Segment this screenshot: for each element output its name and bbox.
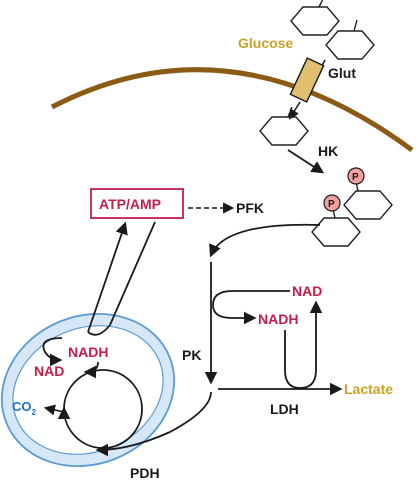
glucose-6-phosphate: P P <box>311 167 393 247</box>
atp-export-loop <box>87 221 128 333</box>
glucose-molecule-outside-2 <box>325 19 375 60</box>
ldh-label: LDH <box>270 401 299 417</box>
glut-transporter <box>288 57 326 120</box>
co2-release-arrow <box>43 404 65 416</box>
glut-label: Glut <box>328 65 356 81</box>
nadh-mito-label: NADH <box>68 344 108 360</box>
nadh-to-nad-arrow <box>83 361 99 379</box>
co2-label: CO2 <box>12 399 37 417</box>
nad-nadh-loop-upper <box>212 290 290 325</box>
pdh-path <box>95 391 212 457</box>
atp-return-loop <box>87 221 156 336</box>
glucose-label: Glucose <box>238 35 293 51</box>
pfk-curve <box>209 223 321 258</box>
atp-amp-label: ATP/AMP <box>99 196 161 212</box>
hk-arrow <box>287 149 325 174</box>
glucose-molecule-inside <box>259 106 309 146</box>
pfk-label: PFK <box>236 200 264 216</box>
nadh-right-label: NADH <box>258 311 298 327</box>
pdh-label: PDH <box>130 465 160 481</box>
hk-label: HK <box>318 143 338 159</box>
atp-amp-box <box>90 188 184 219</box>
cell-membrane <box>50 67 414 153</box>
glucose-molecule-outside-1 <box>290 0 340 36</box>
phosphate-icon <box>347 167 365 185</box>
nad-mito-label: NAD <box>34 363 64 379</box>
ldh-loop <box>284 300 323 389</box>
pk-label: PK <box>182 347 201 363</box>
phosphate-icon <box>323 194 341 212</box>
phosphate-label: P <box>352 172 359 183</box>
nad-nadh-loop-mito <box>42 337 63 367</box>
phosphate-label: P <box>328 199 335 210</box>
lactate-label: Lactate <box>344 381 393 397</box>
nad-right-label: NAD <box>292 283 322 299</box>
